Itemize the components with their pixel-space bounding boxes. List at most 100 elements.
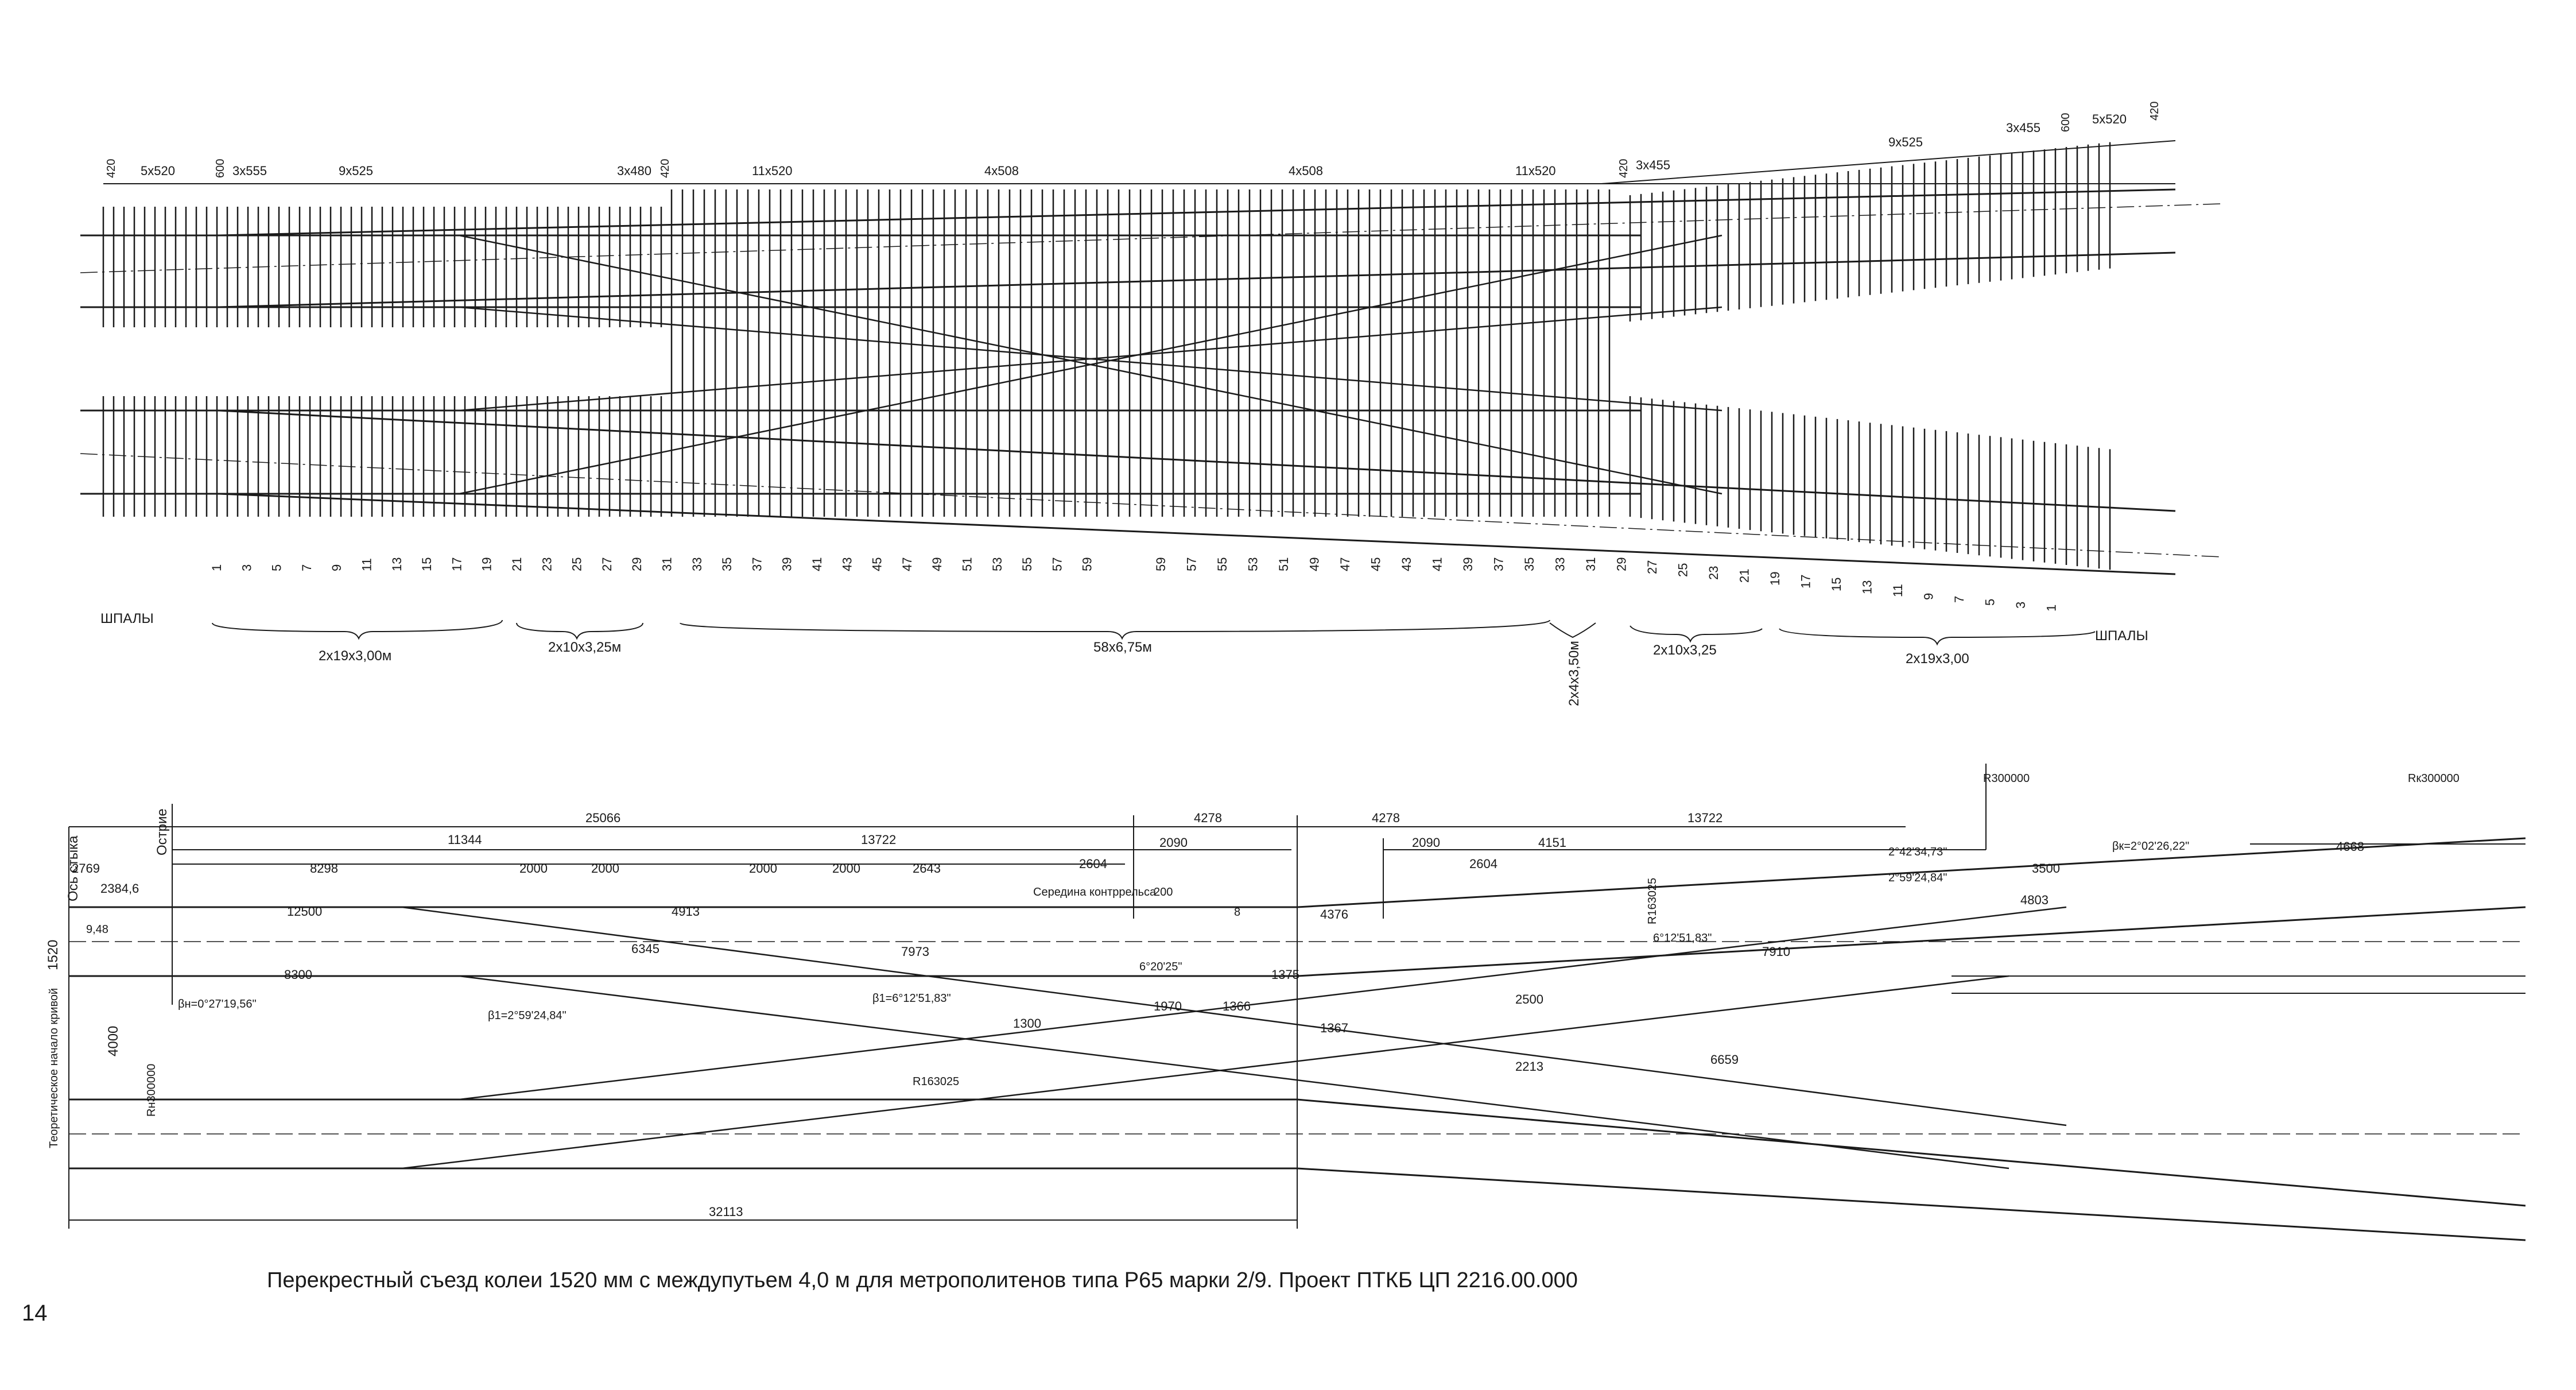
dim-label: 2500 [1515, 992, 1543, 1006]
sleeper-number: 33 [690, 557, 704, 571]
joint-note: 8 [1234, 906, 1240, 919]
sleeper-number: 47 [1338, 557, 1352, 571]
sleeper-number: 37 [750, 557, 764, 571]
radius-labels: R163025 R300000 Rн300000 Rк300000 R16302… [145, 772, 2459, 1117]
sleeper-number: 23 [1706, 566, 1721, 580]
radius-label: Rн300000 [145, 1064, 158, 1117]
spacing-label: 420 [659, 159, 672, 178]
sleeper-number: 21 [1737, 569, 1752, 583]
sleeper-number: 19 [1768, 572, 1782, 586]
sleeper-number: 17 [449, 557, 464, 571]
sleeper-number: 41 [810, 557, 824, 571]
angle-label: β1=2°59'24,84" [488, 1009, 567, 1022]
dim-label: 3500 [2032, 861, 2060, 876]
sleeper-number: 3 [239, 564, 254, 571]
sleeper-number: 5 [270, 564, 284, 571]
sleeper-number: 9 [329, 564, 344, 571]
rails [80, 188, 2222, 575]
dim-label: 2090 [1412, 835, 1440, 850]
sleeper-group-labels: 2x19x3,00м 2x10x3,25м 58x6,75м 2x4x3,50м… [100, 611, 2148, 706]
sleeper-number: 57 [1185, 557, 1199, 571]
sleeper-group-label: 2x19x3,00 [1906, 651, 1969, 667]
sleeper-number: 27 [600, 557, 614, 571]
angle-label: 6°20'25" [1139, 961, 1182, 973]
sleeper-number: 35 [1522, 557, 1537, 571]
sleeper-number: 15 [1829, 578, 1844, 591]
dim-label: 4151 [1538, 835, 1566, 850]
spacing-label: 420 [2148, 102, 2161, 121]
radius-label: R300000 [1983, 772, 2030, 785]
dim-label: 2604 [1469, 857, 1498, 871]
sleeper-group-label: 2x10x3,25м [548, 640, 621, 655]
overall-dimension-labels: 25066 4278 4278 13722 11344 13722 8298 2… [72, 811, 1722, 1219]
spacing-label: 3x480 [617, 164, 651, 178]
dim-label: 2769 [72, 861, 100, 876]
sleeper-number: 45 [1369, 557, 1383, 571]
sleeper-number: 27 [1645, 560, 1659, 574]
dim-label: 6345 [631, 942, 659, 956]
sleeper-number: 39 [780, 557, 794, 571]
sleeper-number: 11 [1891, 584, 1905, 597]
bottom-side-labels: Ось стыка Острие Теоретическое начало кр… [45, 808, 170, 1148]
dim-label: 11344 [448, 833, 482, 847]
sleeper-number: 11 [360, 558, 374, 571]
spacing-label: 4x508 [1289, 164, 1323, 178]
sleeper-number: 35 [720, 557, 734, 571]
gauge-label: 1520 [45, 940, 61, 970]
sleeper-number: 25 [570, 557, 584, 571]
dim-label: 2000 [749, 861, 777, 876]
dim-label: 25066 [585, 811, 620, 825]
sleeper-number: 53 [1246, 557, 1260, 571]
radius-label: R163025 [1646, 878, 1659, 924]
dim-label: 1367 [1320, 1021, 1348, 1035]
sleeper-number: 9 [1922, 593, 1936, 600]
counter-rail-note: Середина контррельса [1033, 886, 1157, 899]
sleeper-number: 39 [1461, 557, 1475, 571]
angle-label: 2°59'24,84" [1888, 872, 1947, 884]
segment-dimension-labels: 2000 2000 2000 2000 2643 2604 2090 2090 … [284, 835, 2364, 1074]
dim-label: 12500 [287, 904, 322, 919]
sleeper-number: 31 [1584, 557, 1598, 571]
sleepers-label-left: ШПАЛЫ [100, 611, 154, 626]
dim-label: 1970 [1154, 999, 1182, 1013]
sleeper-number: 29 [630, 557, 644, 571]
sleeper-number: 13 [390, 557, 404, 571]
dim-label: 2604 [1079, 857, 1107, 871]
angle-label: 2°42'34,73" [1888, 846, 1947, 858]
spacing-label: 9x525 [1888, 135, 1923, 149]
sleeper-number: 19 [480, 557, 494, 571]
angle-label: 6°12'51,83" [1653, 932, 1712, 944]
sleeper-number: 7 [300, 564, 314, 571]
curve-start-label: Теоретическое начало кривой [48, 988, 60, 1148]
offset-note: 200 [1154, 886, 1173, 899]
spacing-label: 3x555 [232, 164, 267, 178]
spacing-label: 420 [105, 159, 118, 178]
drawing-caption: Перекрестный съезд колеи 1520 мм с между… [267, 1268, 1578, 1292]
sleeper-number: 41 [1430, 557, 1445, 571]
joint-axis-label: Ось стыка [65, 835, 81, 901]
page-number: 14 [22, 1300, 48, 1326]
spacing-label: 5x520 [141, 164, 175, 178]
spacing-label: 420 [1617, 159, 1630, 178]
track-lines [69, 837, 2526, 1241]
dim-label: 4803 [2020, 893, 2049, 907]
radius-label: R163025 [913, 1075, 959, 1088]
spacing-label: 4x508 [984, 164, 1019, 178]
dim-label: 4668 [2336, 839, 2364, 854]
sleeper-number: 3 [2014, 602, 2028, 609]
bottom-geometry-plan [68, 764, 2526, 1241]
sleeper-number: 47 [900, 557, 914, 571]
point-label: Острие [154, 808, 170, 855]
notes: Середина контррельса 200 9,48 8 [86, 886, 1240, 936]
sleeper-group-label: 58x6,75м [1093, 640, 1152, 655]
spacing-label: 11x520 [752, 164, 793, 178]
offset-note: 9,48 [86, 923, 108, 936]
sleeper-group-braces [212, 620, 2096, 646]
dim-label: 13722 [861, 833, 896, 847]
dimension-lines [68, 764, 2525, 1229]
sleeper-number: 29 [1615, 557, 1629, 571]
sleeper-number: 51 [1277, 557, 1291, 571]
dim-label: 4278 [1372, 811, 1400, 825]
spacing-label: 5x520 [2092, 112, 2127, 126]
